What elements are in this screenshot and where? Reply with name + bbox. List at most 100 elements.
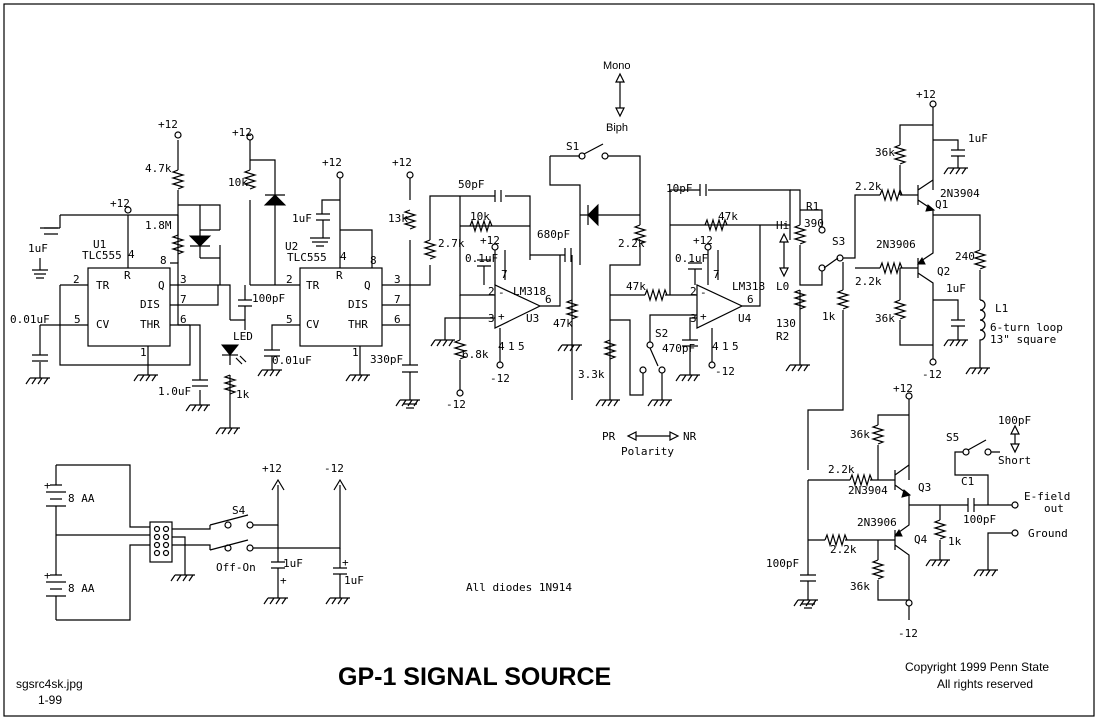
c-100pf-c1-label: 100pF <box>963 513 996 526</box>
rail-p12-13k: +12 <box>392 156 412 169</box>
c-100pf-a-label: 100pF <box>252 292 285 305</box>
r-2-2k-a-label: 2.2k <box>618 237 645 250</box>
q2-label: Q2 <box>937 265 950 278</box>
page-title: GP-1 SIGNAL SOURCE <box>338 663 611 691</box>
u4-pin7: 7 <box>713 268 720 281</box>
rail-m12-q2: -12 <box>922 368 942 381</box>
c-001-b-label: 0.01uF <box>272 354 312 367</box>
u2-pin5: 5 <box>286 313 293 326</box>
c-100pf-b-label: 100pF <box>766 557 799 570</box>
file-name: sgsrc4sk.jpg <box>16 677 83 691</box>
u3-pin7: 7 <box>501 268 508 281</box>
file-date: 1-99 <box>38 693 62 707</box>
rail-m12-u3b: -12 <box>490 372 510 385</box>
loop-label-1: 6-turn loop <box>990 321 1063 334</box>
battery-1-label: 8 AA <box>68 492 95 505</box>
u3-pin2: 2 <box>488 285 495 298</box>
short-label: Short <box>998 454 1031 467</box>
u2-pin6: 6 <box>394 313 401 326</box>
mono-label: Mono <box>603 60 631 72</box>
rail-p12-u2b: +12 <box>322 156 342 169</box>
u1-tr-label: TR <box>96 279 110 292</box>
u2-ref: U2 <box>285 240 298 253</box>
diode-note: All diodes 1N914 <box>466 581 572 594</box>
r-36k-c-label: 36k <box>850 428 870 441</box>
loop-label-2: 13" square <box>990 333 1056 346</box>
battery-2: + <box>44 535 66 620</box>
lo-label: L0 <box>776 280 789 293</box>
rail-p12-u3: +12 <box>480 234 500 247</box>
u2-r-label: R <box>336 269 343 282</box>
u2-pin1: 1 <box>352 346 359 359</box>
u1-cv-label: CV <box>96 318 110 331</box>
hi-label: Hi <box>776 219 789 232</box>
r-4-7k-label: 4.7k <box>145 162 172 175</box>
r-1k-out-label: 1k <box>948 535 962 548</box>
u4-noninv-sign: + <box>700 310 707 323</box>
u3-pin5: 5 <box>518 340 525 353</box>
u3-part: LM318 <box>513 285 546 298</box>
svg-text:+: + <box>280 574 287 587</box>
c-1-0uf-label: 1.0uF <box>158 385 191 398</box>
u4-ref: U4 <box>738 312 752 325</box>
c-1uf-a-label: 1uF <box>28 242 48 255</box>
c1-label: C1 <box>961 475 974 488</box>
u1-thr-label: THR <box>140 318 160 331</box>
ground-label: Ground <box>1028 527 1068 540</box>
r-6-8k-label: 6.8k <box>462 348 489 361</box>
u4-inv-sign: - <box>700 286 707 299</box>
u2-cv-label: CV <box>306 318 320 331</box>
u4-pin4: 4 <box>712 340 719 353</box>
u1-pin6: 6 <box>180 313 187 326</box>
r-3-3k-label: 3.3k <box>578 368 605 381</box>
u1-part: TLC555 <box>82 249 122 262</box>
u2-pin4: 4 <box>340 250 347 263</box>
u1-pin3: 3 <box>180 273 187 286</box>
q3-label: Q3 <box>918 481 931 494</box>
battery-1: + <box>44 465 66 535</box>
u4-pin6: 6 <box>747 293 754 306</box>
polarity-label: Polarity <box>621 445 674 458</box>
u3-opamp <box>494 284 542 329</box>
r-10k-b-label: 10k <box>470 210 490 223</box>
q4-part: 2N3906 <box>857 516 897 529</box>
rail-m12-u4: -12 <box>715 365 735 378</box>
rail-m12-q4: -12 <box>898 627 918 640</box>
border-frame <box>3 3 1095 717</box>
u3-inv-sign: - <box>498 286 505 299</box>
r1-label: R1 <box>806 200 819 213</box>
battery-2-label: 8 AA <box>68 582 95 595</box>
u4-opamp <box>696 284 744 329</box>
r-36k-b-label: 36k <box>875 312 895 325</box>
u1-r-label: R <box>124 269 131 282</box>
rail-p12-supply: +12 <box>262 462 282 475</box>
u1-pin4: 4 <box>128 248 135 261</box>
u1-timer: U1 TLC555 TR Q DIS CV THR R 2 5 3 7 6 4 … <box>73 238 187 359</box>
u1-pin5: 5 <box>74 313 81 326</box>
r-130-label: 130 <box>776 317 796 330</box>
u2-part: TLC555 <box>287 251 327 264</box>
u3-ref: U3 <box>526 312 539 325</box>
r-47k-c-label: 47k <box>626 280 646 293</box>
u3-noninv-sign: + <box>498 310 505 323</box>
nr-label: NR <box>683 430 697 443</box>
q1-label: Q1 <box>935 198 948 211</box>
c-1uf-p-label: 1uF <box>283 557 303 570</box>
rail-p12-q3: +12 <box>893 382 913 395</box>
svg-text:+: + <box>44 569 51 582</box>
svg-text:+: + <box>342 556 349 569</box>
efield-label-2: out <box>1044 502 1064 515</box>
r-36k-d-label: 36k <box>850 580 870 593</box>
u3-pin4: 4 <box>498 340 505 353</box>
off-on-label: Off-On <box>216 561 256 574</box>
r-13k-label: 13k <box>388 212 408 225</box>
u2-timer: U2 TLC555 TR Q DIS CV THR R 2 5 3 7 6 4 … <box>285 240 401 359</box>
copyright-line-2: All rights reserved <box>937 677 1033 691</box>
r-1-8m-label: 1.8M <box>145 219 172 232</box>
c-100pf-s-label: 100pF <box>998 414 1031 427</box>
s1-label: S1 <box>566 140 579 153</box>
r-240-label: 240 <box>955 250 975 263</box>
rail-m12-supply: -12 <box>324 462 344 475</box>
rail-p12-q1: +12 <box>916 88 936 101</box>
s3-label: S3 <box>832 235 845 248</box>
